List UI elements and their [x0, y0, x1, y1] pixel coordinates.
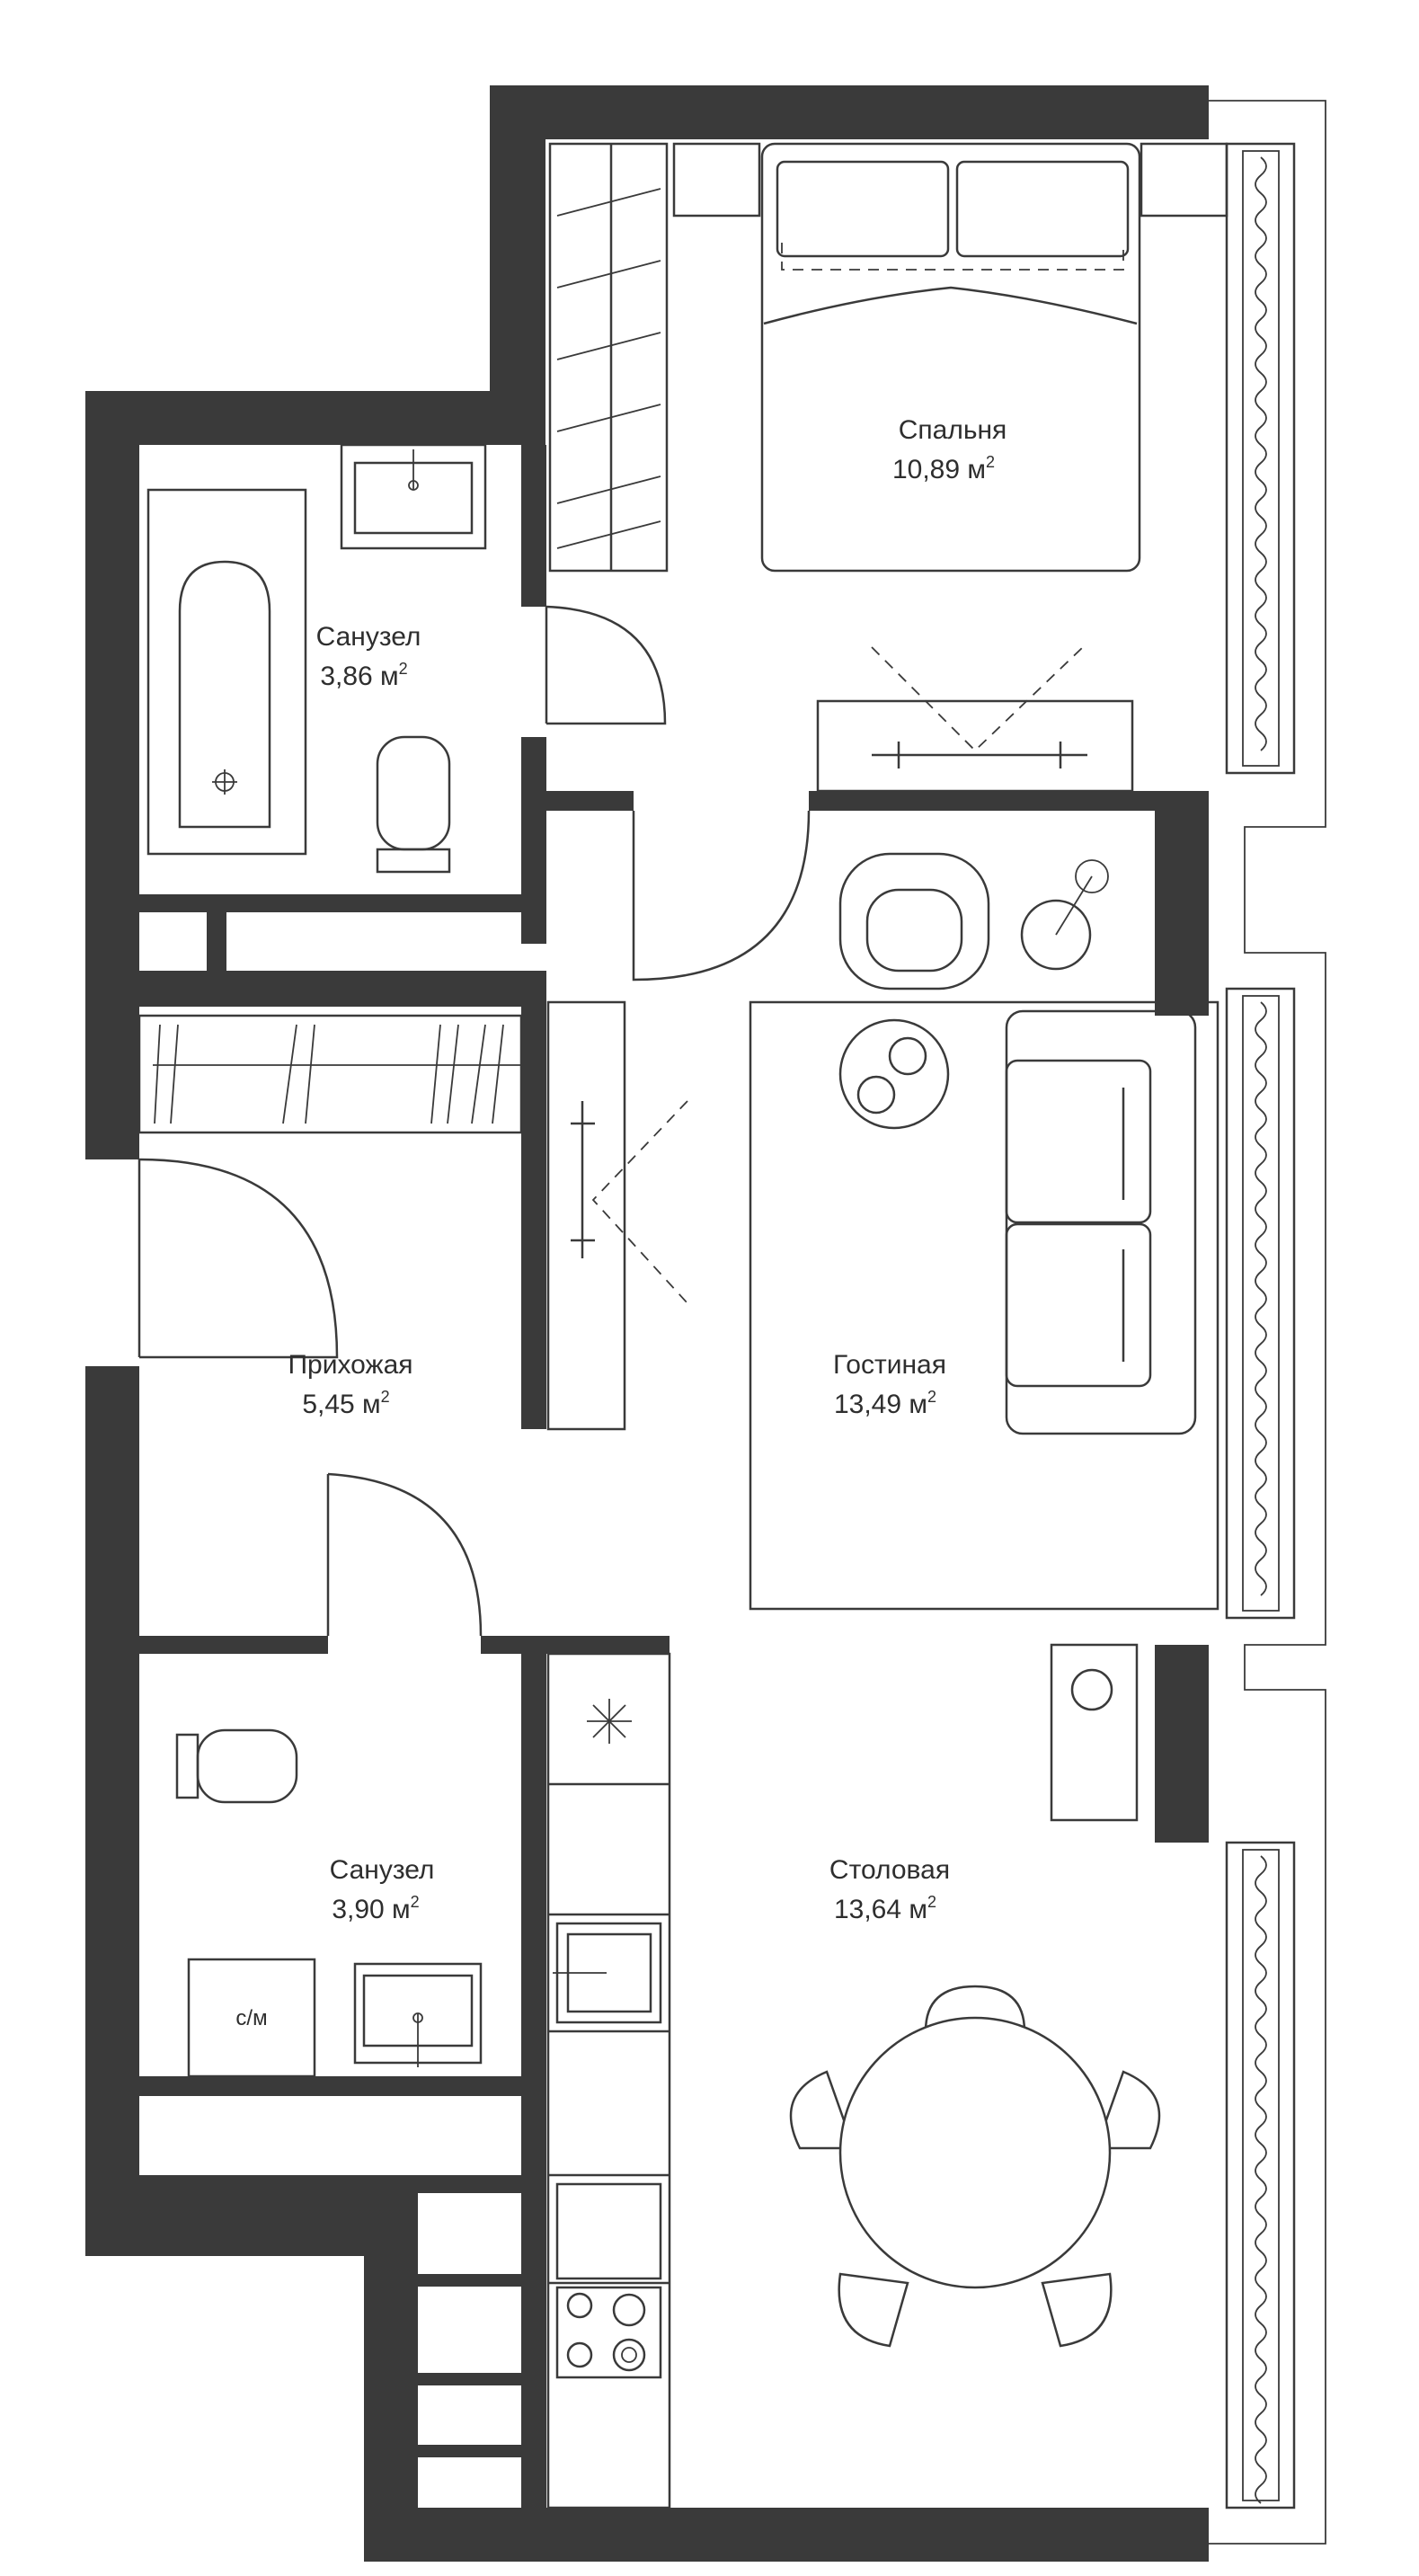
washer-label: с/м: [235, 2006, 267, 2030]
room-area: 3,90 м2: [332, 1893, 419, 1924]
hood-icon: [587, 1699, 632, 1744]
bedroom-tv-console: [816, 646, 1134, 793]
bedroom-wardrobe: [548, 142, 669, 573]
room-label-dining: Столовая 13,64 м2: [829, 1855, 950, 1924]
room-name: Гостиная: [833, 1350, 946, 1380]
bath-bottom-door: [326, 1472, 483, 1637]
hall-wardrobe-tv: [546, 1000, 688, 1431]
coffee-table-icon: [838, 1018, 950, 1130]
armchair-icon: [838, 852, 990, 990]
room-area: 13,49 м2: [834, 1388, 936, 1419]
living-door: [632, 810, 811, 982]
washer-box: [187, 1958, 316, 2078]
room-label-hallway: Прихожая 5,45 м2: [288, 1350, 412, 1419]
entrance-door: [137, 1158, 339, 1359]
room-area: 5,45 м2: [302, 1388, 389, 1419]
toilet-bottom-icon: [175, 1728, 298, 1804]
room-label-bath-top: Санузел 3,86 м2: [316, 622, 421, 691]
room-name: Санузел: [330, 1855, 435, 1885]
sink-icon: [340, 443, 487, 550]
kitchen-counter: [546, 1652, 671, 2509]
side-cabinet-icon: [1050, 1643, 1139, 1822]
bath-top-door: [545, 605, 667, 725]
toilet-icon: [376, 735, 451, 874]
room-name: Прихожая: [288, 1350, 412, 1380]
sink-bottom-icon: [353, 1962, 483, 2067]
walls: [85, 85, 1209, 2562]
bathtub-icon: [146, 488, 307, 856]
sofa-icon: [1005, 1009, 1197, 1435]
stove-icon: [555, 2182, 662, 2379]
living-rug: [749, 1000, 1219, 1611]
room-area: 3,86 м2: [320, 660, 407, 691]
room-area: 13,64 м2: [834, 1893, 936, 1924]
window-radiators: [1225, 142, 1296, 2509]
kitchen-sink-icon: [553, 1922, 662, 2024]
floor-lamp-icon: [1020, 859, 1109, 971]
room-name: Спальня: [899, 415, 1007, 445]
room-label-bath-bottom: Санузел 3,90 м2: [330, 1855, 435, 1924]
room-label-living: Гостиная 13,49 м2: [833, 1350, 946, 1419]
dining-table-icon: [789, 1985, 1161, 2348]
room-area: 10,89 м2: [892, 453, 995, 484]
room-name: Санузел: [316, 622, 421, 652]
room-label-bedroom: Спальня 10,89 м2: [892, 415, 1007, 484]
hall-closet: [137, 1014, 523, 1134]
bed-icon: [672, 142, 1228, 573]
balcony-outline: [1204, 100, 1326, 2545]
room-name: Столовая: [829, 1855, 950, 1885]
